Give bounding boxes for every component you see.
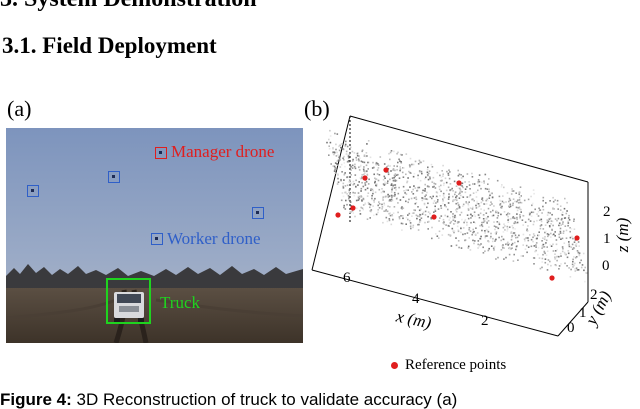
worker-drone-marker (27, 185, 39, 197)
worker-drone-marker (108, 171, 120, 183)
z-tick: 0 (602, 258, 610, 274)
z-axis-label: z (m) (613, 217, 633, 253)
manager-drone-marker (155, 147, 167, 159)
axes-box (311, 115, 589, 337)
y-tick: 1 (579, 305, 587, 321)
subsection-title: 3.1. Field Deployment (2, 33, 217, 58)
panel-a-label: (a) (7, 96, 32, 121)
z-tick: 2 (603, 204, 611, 220)
worker-drone-marker (252, 207, 264, 219)
panel-b-label: (b) (304, 96, 330, 121)
x-tick: 4 (412, 291, 420, 307)
figure-caption: Figure 4: 3D Reconstruction of truck to … (0, 391, 640, 409)
caption-prefix: Figure 4: (0, 391, 72, 409)
reconstruction-plot (311, 115, 589, 337)
field-photo: Manager drone Worker drone Truck (6, 128, 303, 343)
y-tick: 2 (590, 287, 598, 303)
worker-drone-label: Worker drone (167, 229, 261, 248)
reference-points (335, 167, 580, 281)
section-title: 3. System Demonstration (0, 0, 257, 11)
truck-label: Truck (160, 293, 200, 312)
x-tick: 2 (481, 313, 489, 329)
legend-marker (391, 362, 398, 369)
legend-label: Reference points (405, 357, 507, 373)
x-tick: 6 (343, 270, 351, 286)
point-cloud (326, 129, 588, 283)
worker-drone-legend-marker (151, 233, 163, 245)
truck-bounding-box (106, 278, 151, 324)
caption-text: 3D Reconstruction of truck to validate a… (76, 391, 458, 409)
manager-drone-label: Manager drone (171, 142, 275, 161)
y-tick: 0 (567, 320, 575, 336)
z-tick: 1 (603, 231, 611, 247)
